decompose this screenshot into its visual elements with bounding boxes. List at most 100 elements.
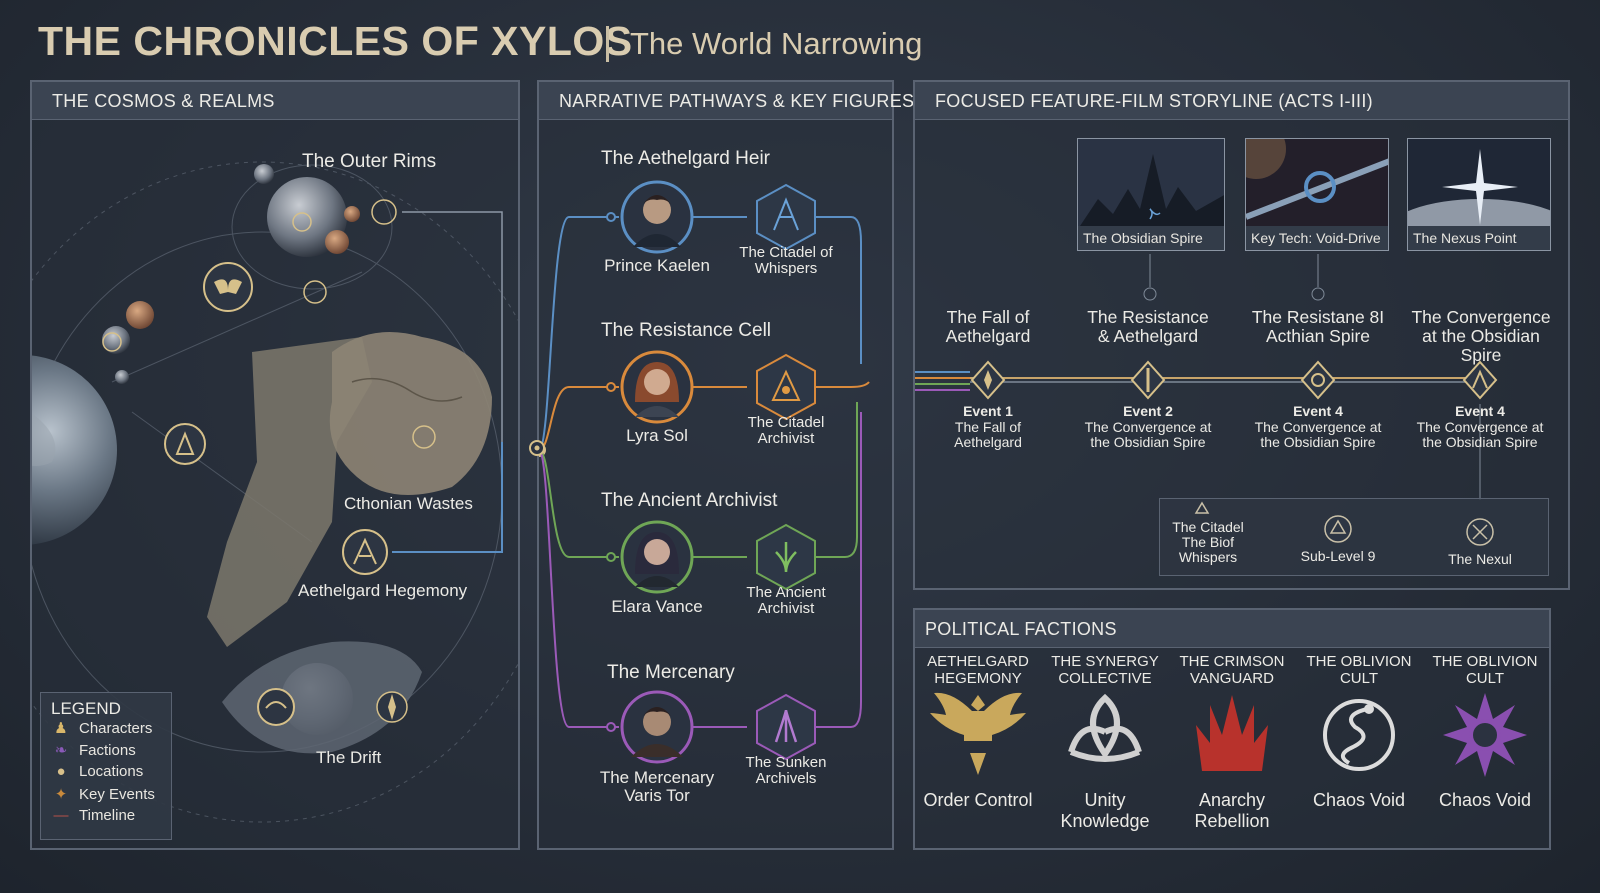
dot-icon: ● [56,763,66,780]
legend-title: LEGEND [51,699,121,718]
portrait-lyra-sol [620,350,694,424]
line-icon: — [53,807,69,824]
pathway-lines [539,180,870,764]
location-name-sunken-archivels: The Sunken Archivels [745,754,827,788]
pathway-title-mercenary: The Mercenary [607,662,735,683]
figure-icon: ♟ [54,720,68,737]
event-label-3: Event 4 [1293,403,1343,419]
emblem-citadel-whispers [756,183,816,251]
act-title-1: The Fall of Aethelgard [945,307,1031,346]
realm-aethelgard-hegemony: Aethelgard Hegemony [298,581,468,600]
feature-caption-nexus-point: The Nexus Point [1408,226,1550,250]
legend-item-key-events: ✦Key Events [51,785,155,803]
faction-values-aethelgard-hegemony: Order Control [923,790,1033,810]
legend-item-timeline: —Timeline [51,807,136,824]
character-name-prince-kaelen: Prince Kaelen [604,256,710,275]
event-desc-4: The Convergence at the Obsidian Spire [1416,419,1544,451]
portrait-elara-vance [620,520,694,594]
title-separator [606,26,609,62]
spire-icon [1078,139,1224,229]
realm-the-drift: The Drift [316,748,382,767]
wastes-emblem [164,423,206,465]
portrait-prince-kaelen [620,180,694,254]
faction-values-oblivion-cult-2: Chaos Void [1438,790,1532,810]
hegemony-emblem [342,529,388,575]
faction-name-crimson-vanguard: THE CRIMSON VANGUARD [1179,653,1285,687]
faction-values-crimson-vanguard: Anarchy Rebellion [1194,790,1270,831]
eagle-icon [930,692,1026,775]
factions-panel-heading: POLITICAL FACTIONS [915,610,1549,648]
sublocation-box: The Citadel The Biof Whispers Sub-Level … [1159,498,1549,576]
page-title: THE CHRONICLES OF XYLOS [38,18,633,64]
feature-card-nexus-point[interactable]: The Nexus Point [1407,138,1551,251]
sublocation-citadel-whispers: The Citadel The Biof Whispers [1172,519,1244,566]
act-title-3: The Resistane 8I Acthian Spire [1251,307,1385,346]
sublocation-nexul: The Nexul [1448,551,1512,567]
flame-crown-icon [1196,695,1268,771]
narrative-panel: NARRATIVE PATHWAYS & KEY FIGURES [537,80,914,850]
cthonian-landmass [329,332,492,495]
act-title-4: The Convergence at the Obsidian Spire [1411,307,1551,365]
location-name-citadel-whispers: The Citadel of Whispers [739,244,833,278]
event-marker-1 [970,360,1006,400]
event-desc-2: The Convergence at the Obsidian Spire [1084,419,1212,451]
compass-icon: ✦ [54,786,68,803]
feature-card-void-drive[interactable]: Key Tech: Void-Drive [1245,138,1389,251]
storyline-panel: FOCUSED FEATURE-FILM STORYLINE (ACTS I-I… [913,80,1570,590]
storyline-graphics [915,254,1498,500]
event-marker-2 [1130,360,1166,400]
event-label-4: Event 4 [1455,403,1505,419]
legend: LEGEND ♟Characters ❧Factions ●Locations … [40,692,172,840]
storyline-panel-heading: FOCUSED FEATURE-FILM STORYLINE (ACTS I-I… [915,82,1568,120]
pathway-title-resistance-cell: The Resistance Cell [601,320,772,341]
act-title-2: The Resistance & Aethelgard [1087,307,1209,346]
character-name-lyra-sol: Lyra Sol [626,426,688,445]
ring-icon [1246,139,1388,229]
hub-connector [529,440,545,456]
feature-caption-void-drive: Key Tech: Void-Drive [1246,226,1388,250]
pathway-title-aethelgard-heir: The Aethelgard Heir [601,148,770,169]
pathway-title-ancient-archivist: The Ancient Archivist [601,490,778,511]
emblem-sunken-archivels [756,693,816,761]
narrative-panel-heading: NARRATIVE PATHWAYS & KEY FIGURES [539,82,914,120]
wings-icon: ❧ [54,742,68,759]
factions-panel: POLITICAL FACTIONS AETHELGARD HEGEMONY T… [913,608,1551,850]
faction-emblems [930,692,1527,777]
feature-caption-obsidian-spire: The Obsidian Spire [1078,226,1224,250]
triquetra-icon [1068,693,1142,762]
realm-cthonian-wastes: Cthonian Wastes [344,494,473,513]
legend-item-factions: ❧Factions [51,741,136,759]
emblem-ancient-archivist [756,523,816,591]
home-planet [32,355,117,545]
hegemony-eagle-emblem [203,262,253,312]
cosmos-map [32,161,518,823]
serpent-icon [1323,699,1395,771]
event-label-2: Event 2 [1123,403,1173,419]
chaos-star-icon [1443,693,1527,777]
faction-values-oblivion-cult: Chaos Void [1312,790,1406,810]
page-subtitle: The World Narrowing [630,26,923,61]
emblem-citadel-archivist [756,353,816,421]
faction-name-synergy-collective: THE SYNERGY COLLECTIVE [1051,653,1159,687]
location-name-ancient-archivist: The Ancient Archivist [746,584,826,618]
character-name-varis-tor: The Mercenary Varis Tor [599,768,715,806]
event-desc-3: The Convergence at the Obsidian Spire [1254,419,1382,451]
faction-name-oblivion-cult-2: THE OBLIVION CULT [1432,653,1538,687]
drift-emblem [257,688,295,726]
faction-name-aethelgard-hegemony: AETHELGARD HEGEMONY [927,653,1029,687]
faction-name-oblivion-cult: THE OBLIVION CULT [1306,653,1412,687]
event-marker-4 [1462,360,1498,400]
event-desc-1: The Fall of Aethelgard [954,419,1022,451]
event-marker-3 [1300,360,1336,400]
portrait-varis-tor [620,690,694,764]
legend-item-characters: ♟Characters [51,719,152,737]
star-icon [1408,139,1550,229]
sublocation-icons [1194,501,1494,546]
sublocation-sub-level-9: Sub-Level 9 [1300,548,1376,564]
realm-outer-rims: The Outer Rims [302,151,437,172]
feature-card-obsidian-spire[interactable]: The Obsidian Spire [1077,138,1225,251]
faction-values-synergy-collective: Unity Knowledge [1060,790,1150,831]
cosmos-panel-heading: THE COSMOS & REALMS [32,82,518,120]
location-name-citadel-archivist: The Citadel Archivist [747,414,825,448]
legend-item-locations: ●Locations [51,763,143,780]
